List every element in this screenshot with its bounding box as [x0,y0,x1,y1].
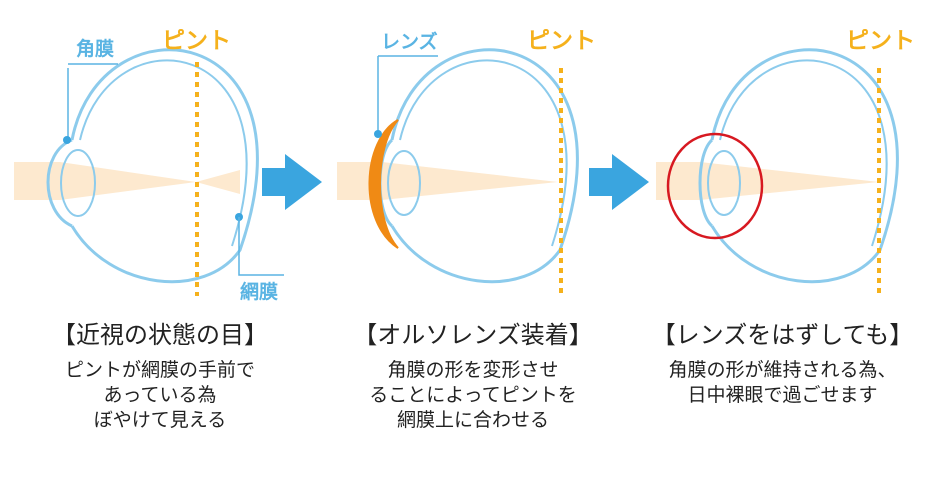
caption-title: 【オルソレンズ装着】 [353,321,593,349]
cornea-callout-dot [63,136,71,144]
ortho-lens [368,119,399,249]
light-beam-diverging [196,170,240,194]
crystalline-lens [60,149,96,217]
caption-line: ることによってピントを [369,384,577,406]
panel-after-removal-eye: ピント [656,28,915,296]
caption-myopia: 【近視の状態の目】 ピントが網膜の手前で あっている為 ぼやけて見える [10,320,310,433]
caption-line: 角膜の形を変形させ [387,359,559,381]
caption-ortho-lens: 【オルソレンズ装着】 角膜の形を変形させ ることによってピントを 網膜上に合わせ… [318,320,628,433]
highlight-circle [666,132,764,240]
lens-label: レンズ [381,30,438,53]
arrow-right-icon [262,154,322,210]
retina-label: 網膜 [240,280,278,303]
light-beam [337,162,558,200]
panel-myopia-eye: ピント 角膜 網膜 [14,28,284,303]
eyeball-inner [399,59,568,247]
eyeball-outline [710,48,899,284]
eyeball-inner [719,59,888,247]
focus-label: ピント [162,28,231,54]
cornea-bulge [46,138,73,228]
caption-title: 【近視の状態の目】 [52,321,268,349]
light-beam [656,162,879,200]
caption-line: ピントが網膜の手前で [64,359,255,381]
caption-after-removal: 【レンズをはずしても】 角膜の形が維持される為、 日中裸眼で過ごせます [630,320,935,408]
light-beam [14,162,196,200]
arrow-right-icon [589,154,649,210]
caption-body: 角膜の形を変形させ ることによってピントを 網膜上に合わせる [318,358,628,433]
caption-line: ぼやけて見える [93,409,227,431]
lens-callout-dot [374,130,382,138]
panel-ortho-lens-eye: ピント レンズ [337,28,596,296]
retina-callout-line [238,217,284,276]
cornea-flattened [698,138,714,228]
cornea-label: 角膜 [76,37,114,60]
eyeball-outline [390,48,579,284]
caption-line: 網膜上に合わせる [396,409,549,431]
eyeball-outline [70,48,259,284]
crystalline-lens [707,150,741,216]
caption-body: 角膜の形が維持される為、 日中裸眼で過ごせます [630,358,935,408]
caption-title: 【レンズをはずしても】 [651,321,914,349]
caption-body: ピントが網膜の手前で あっている為 ぼやけて見える [10,358,310,433]
eyeball-inner [79,59,248,247]
crystalline-lens [387,150,421,216]
caption-line: 日中裸眼で過ごせます [687,384,878,406]
focus-label: ピント [527,28,596,54]
caption-line: あっている為 [103,384,217,406]
caption-line: 角膜の形が維持される為、 [668,359,897,381]
focus-label: ピント [846,28,915,54]
